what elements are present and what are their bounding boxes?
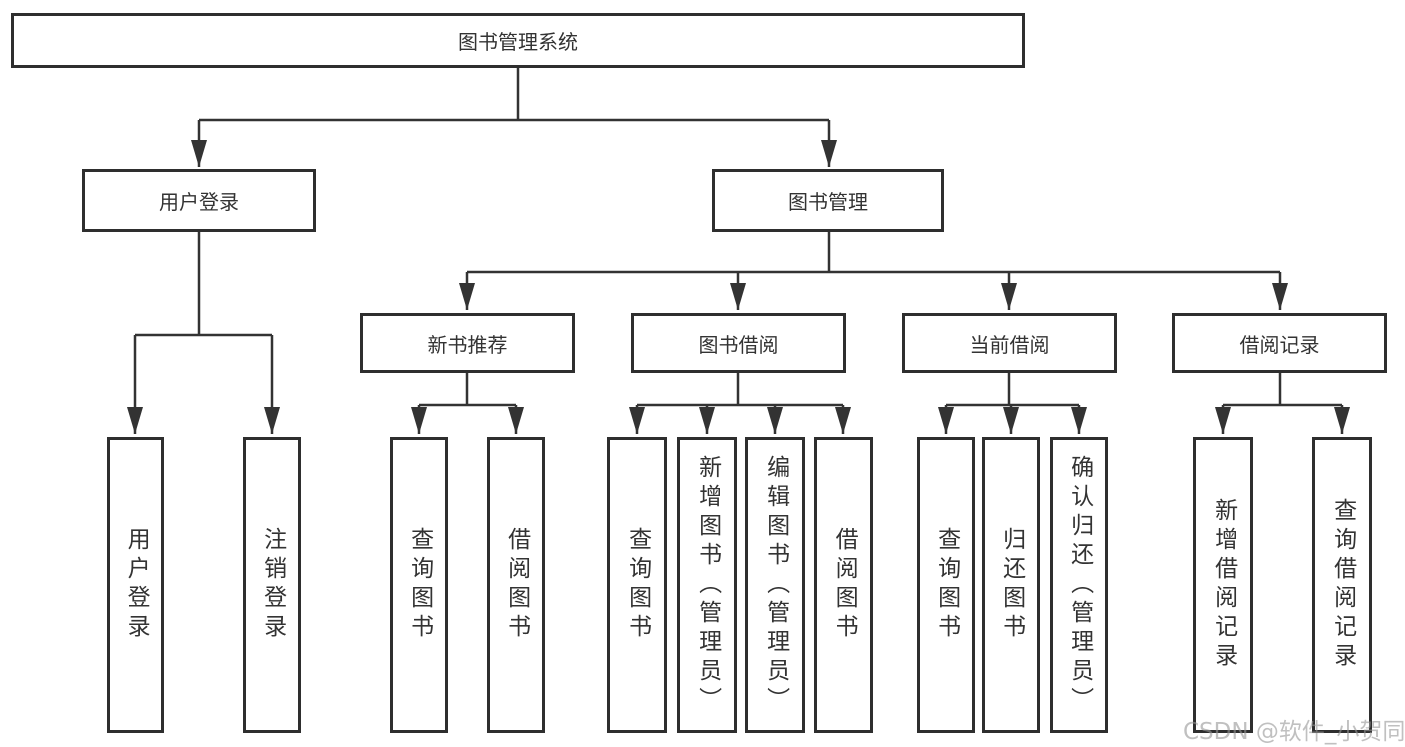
node-user-login-branch: 用户登录 bbox=[82, 169, 316, 232]
leaf-add-books-admin: 新增图书（管理员） bbox=[677, 437, 737, 733]
leaf-return-books: 归还图书 bbox=[982, 437, 1040, 733]
leaf-query-books-2: 查询图书 bbox=[607, 437, 667, 733]
leaf-borrow-books-2: 借阅图书 bbox=[814, 437, 873, 733]
node-library-management-system: 图书管理系统 bbox=[11, 13, 1025, 68]
leaf-query-books-3: 查询图书 bbox=[917, 437, 975, 733]
leaf-query-books-1: 查询图书 bbox=[390, 437, 448, 733]
leaf-edit-books-admin: 编辑图书（管理员） bbox=[745, 437, 805, 733]
node-borrowing-records: 借阅记录 bbox=[1172, 313, 1387, 373]
node-book-borrowing: 图书借阅 bbox=[631, 313, 846, 373]
leaf-query-borrow-record: 查询借阅记录 bbox=[1312, 437, 1372, 733]
node-new-book-recommend: 新书推荐 bbox=[360, 313, 575, 373]
node-book-management-branch: 图书管理 bbox=[712, 169, 944, 232]
leaf-add-borrow-record: 新增借阅记录 bbox=[1193, 437, 1253, 733]
leaf-logout: 注销登录 bbox=[243, 437, 301, 733]
leaf-borrow-books-1: 借阅图书 bbox=[487, 437, 545, 733]
csdn-watermark: CSDN @软件_小贺同学 bbox=[1183, 719, 1405, 745]
leaf-user-login: 用户登录 bbox=[107, 437, 164, 733]
node-current-borrowing: 当前借阅 bbox=[902, 313, 1117, 373]
leaf-confirm-return-admin: 确认归还（管理员） bbox=[1050, 437, 1108, 733]
